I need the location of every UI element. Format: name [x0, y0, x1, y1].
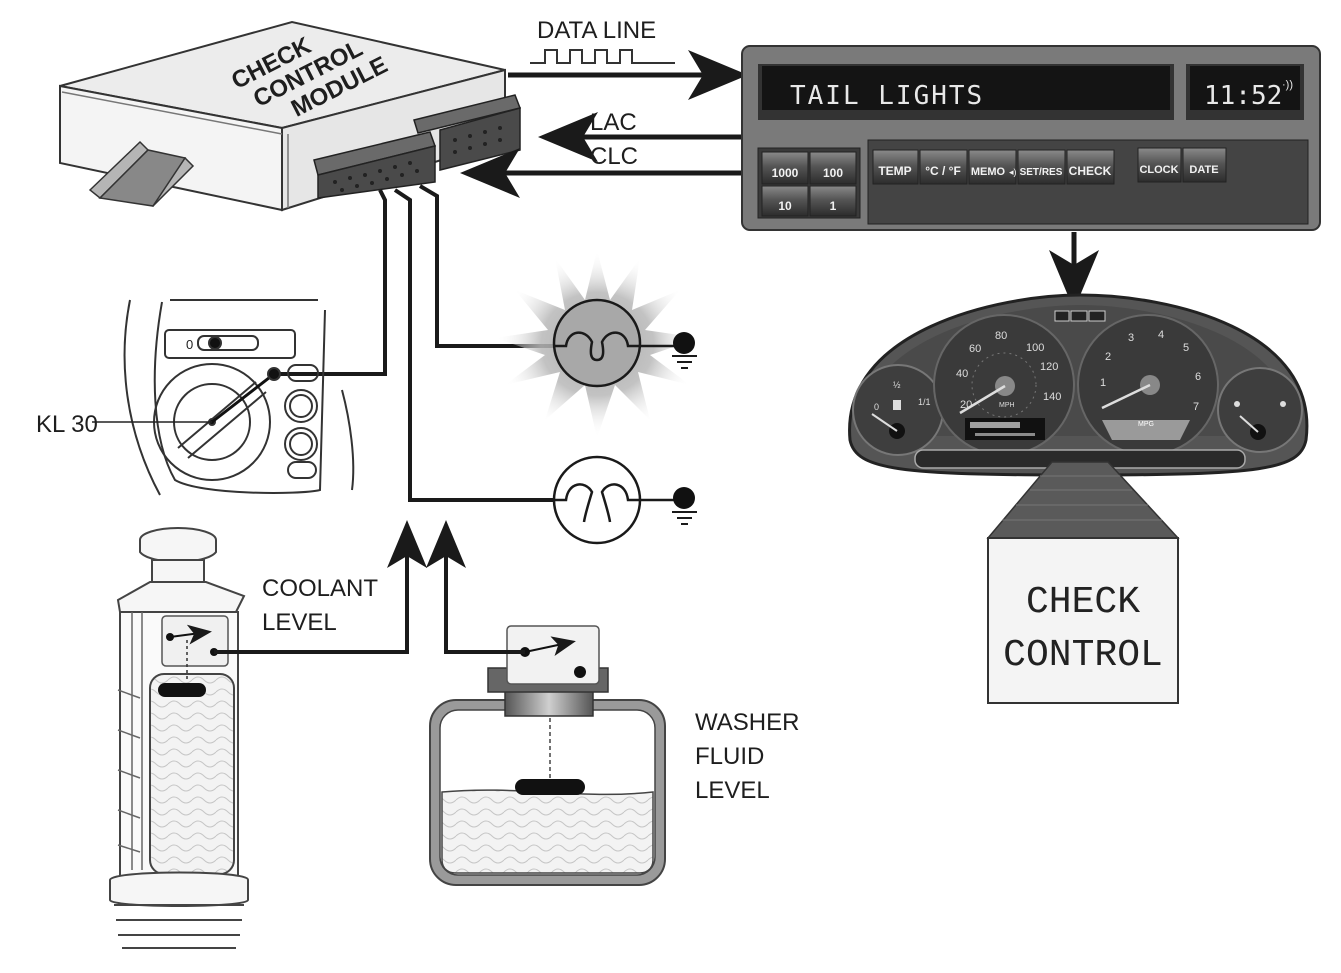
- button-check[interactable]: CHECK: [1066, 149, 1115, 185]
- signal-lines: DATA LINE LAC CLC: [460, 17, 748, 198]
- on-board-computer: TAIL LIGHTS 11:52 ·)) 1000 100 10 1: [741, 45, 1321, 231]
- washer-label-line2: FLUID: [695, 743, 764, 770]
- light-switch: 0: [123, 299, 355, 496]
- svg-text:MPG: MPG: [1138, 421, 1154, 428]
- speedometer: 20 40 60 80 100 120 140 MPH: [933, 314, 1075, 456]
- button-memo[interactable]: MEMO ◂): [968, 149, 1017, 185]
- washer-switch: [506, 625, 600, 685]
- svg-text:5: 5: [1183, 342, 1189, 354]
- svg-text:MPH: MPH: [999, 402, 1015, 409]
- odometer-display: [965, 418, 1045, 440]
- coolant-reservoir: [109, 527, 250, 949]
- lac-label: LAC: [590, 109, 637, 136]
- svg-text:3: 3: [1128, 332, 1134, 344]
- temperature-gauge: [1217, 367, 1303, 453]
- warning-light-headlight-icon: [1070, 310, 1088, 322]
- ground-icon: [673, 487, 695, 509]
- washer-label-line3: LEVEL: [695, 777, 770, 804]
- button-10[interactable]: 10: [761, 185, 809, 217]
- warning-light-battery-icon: [1054, 310, 1070, 322]
- button-clock[interactable]: CLOCK: [1137, 147, 1182, 183]
- coolant-switch: [161, 615, 229, 667]
- svg-text:100: 100: [823, 166, 843, 180]
- button-100[interactable]: 100: [809, 151, 857, 185]
- coolant-label-line2: LEVEL: [262, 609, 337, 636]
- main-display: [762, 66, 1170, 110]
- svg-text:½: ½: [893, 380, 901, 390]
- check-control-callout: CHECK CONTROL: [986, 461, 1180, 704]
- svg-text:0: 0: [874, 402, 879, 412]
- callout-line2: CONTROL: [1003, 634, 1163, 677]
- function-buttons: TEMP °C / °F MEMO ◂) SET/RES CHECK CL: [872, 147, 1227, 185]
- svg-text:80: 80: [995, 330, 1007, 342]
- lamp-symbol-icon: [552, 298, 642, 388]
- washer-fluid-tank: [429, 625, 666, 886]
- button-date[interactable]: DATE: [1182, 147, 1227, 183]
- instrument-cluster: 0 ½ 1/1 20 40 60 80 100 120 140 MPH: [848, 293, 1309, 477]
- coolant-signal-arrow: [214, 520, 427, 654]
- fuel-pump-icon: [893, 400, 901, 410]
- svg-text:0: 0: [186, 337, 193, 352]
- button-set-res[interactable]: SET/RES: [1017, 149, 1066, 185]
- economy-gauge: [1102, 420, 1190, 440]
- svg-text:120: 120: [1040, 361, 1058, 373]
- svg-text:1000: 1000: [772, 166, 799, 180]
- callout-line1: CHECK: [1026, 581, 1140, 624]
- clock-display: [1190, 66, 1300, 110]
- svg-text:100: 100: [1026, 342, 1044, 354]
- data-line-label: DATA LINE: [537, 17, 656, 44]
- svg-text:4: 4: [1158, 329, 1164, 341]
- button-celsius-fahrenheit[interactable]: °C / °F: [919, 149, 968, 185]
- clock-time: 11:52: [1204, 81, 1282, 111]
- coolant-label-line1: COOLANT: [262, 575, 378, 602]
- connector-front: [313, 131, 436, 199]
- svg-text:SET/RES: SET/RES: [1020, 167, 1063, 178]
- svg-text:60: 60: [969, 343, 981, 355]
- svg-text:20: 20: [960, 399, 972, 411]
- button-temp[interactable]: TEMP: [872, 149, 919, 185]
- button-1[interactable]: 1: [809, 185, 857, 217]
- svg-text:TEMP: TEMP: [878, 164, 911, 178]
- svg-text:10: 10: [778, 199, 792, 213]
- washer-signal-arrow: [426, 520, 525, 654]
- washer-label-line1: WASHER: [695, 709, 799, 736]
- svg-text:140: 140: [1043, 391, 1061, 403]
- callout-box: [987, 537, 1179, 704]
- washer-float: [515, 779, 585, 795]
- check-control-module: CHECK CONTROL MODULE: [59, 20, 522, 212]
- data-line-pulse-icon: [530, 49, 675, 64]
- svg-text:40: 40: [956, 368, 968, 380]
- kl30-label: KL 30: [36, 411, 98, 438]
- svg-text:1: 1: [830, 199, 837, 213]
- tail-light-bulb: [495, 250, 700, 438]
- clock-speaker-icon: ·)): [1282, 79, 1293, 91]
- svg-text:°C / °F: °C / °F: [925, 164, 961, 178]
- svg-text:MEMO: MEMO: [971, 166, 1006, 178]
- brake-light-bulb: [552, 455, 697, 545]
- memo-speaker-icon: ◂): [1009, 167, 1017, 177]
- svg-text:DATE: DATE: [1189, 164, 1218, 176]
- fuel-gauge: 0 ½ 1/1: [852, 364, 944, 456]
- svg-text:CHECK: CHECK: [1069, 164, 1112, 178]
- svg-text:CLOCK: CLOCK: [1139, 164, 1178, 176]
- svg-text:1: 1: [1100, 377, 1106, 389]
- coolant-float: [158, 683, 206, 697]
- clc-label: CLC: [590, 143, 638, 170]
- warning-light-brake-icon: [1088, 310, 1106, 322]
- number-pad: 1000 100 10 1: [761, 151, 857, 217]
- svg-text:2: 2: [1105, 351, 1111, 363]
- display-message: TAIL LIGHTS: [790, 81, 984, 111]
- wiring: [274, 184, 555, 502]
- svg-text:1/1: 1/1: [918, 397, 931, 407]
- svg-text:7: 7: [1193, 401, 1199, 413]
- ground-icon: [673, 332, 695, 354]
- button-1000[interactable]: 1000: [761, 151, 809, 185]
- svg-text:6: 6: [1195, 371, 1201, 383]
- tachometer: 1 2 3 4 5 6 7 MPG: [1077, 314, 1219, 456]
- mounting-bracket: [88, 140, 195, 207]
